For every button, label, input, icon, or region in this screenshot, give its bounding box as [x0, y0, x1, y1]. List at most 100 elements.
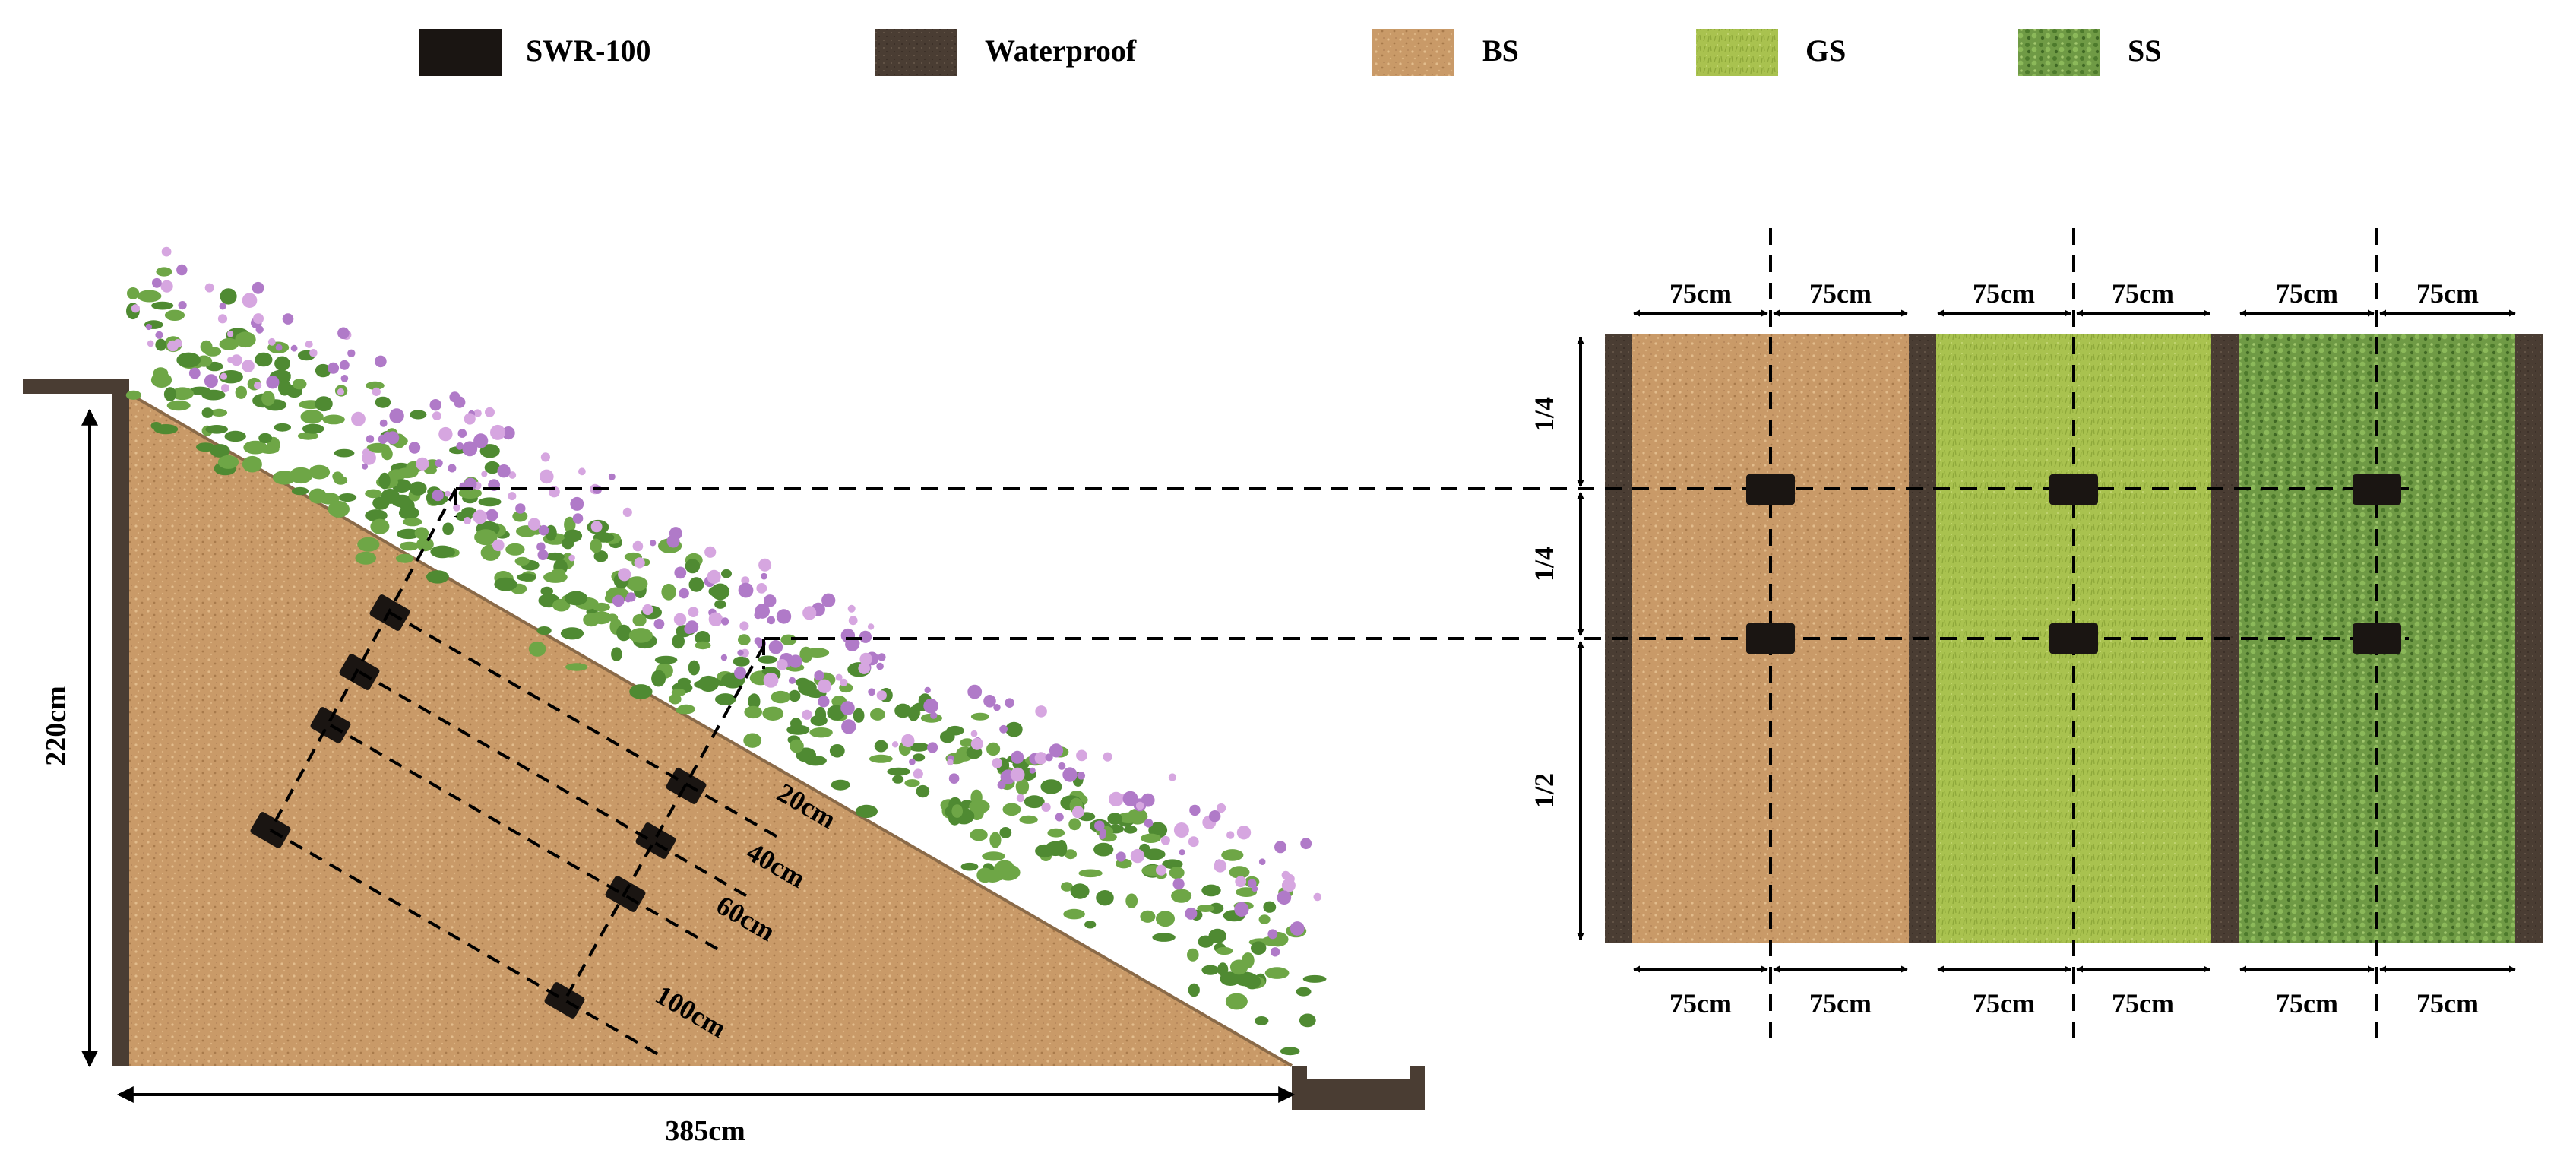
- flower-blossom: [1160, 835, 1170, 845]
- foliage-leaf: [242, 455, 262, 473]
- foliage-leaf: [892, 775, 904, 784]
- foliage-leaf: [1255, 1016, 1269, 1025]
- flower-blossom: [673, 613, 687, 626]
- foliage-leaf: [560, 627, 584, 640]
- flower-blossom: [679, 588, 689, 599]
- flower-blossom: [508, 492, 517, 501]
- foliage-leaf: [1019, 815, 1038, 824]
- foliage-leaf: [969, 799, 990, 814]
- foliage-leaf: [1220, 971, 1241, 986]
- flower-blossom: [1234, 902, 1249, 917]
- flower-blossom: [252, 281, 264, 294]
- flower-blossom: [538, 524, 549, 536]
- flower-blossom: [527, 518, 541, 531]
- foliage-leaf: [516, 573, 536, 582]
- foliage-leaf: [1225, 993, 1248, 1010]
- flower-blossom: [161, 246, 172, 257]
- flower-blossom: [275, 344, 283, 351]
- foliage-leaf: [409, 481, 427, 496]
- flower-blossom: [758, 558, 772, 572]
- flower-blossom: [741, 576, 750, 585]
- flower-blossom: [1168, 773, 1176, 781]
- foliage-leaf: [505, 543, 525, 556]
- foliage-leaf: [804, 756, 827, 766]
- flower-blossom: [1099, 829, 1107, 836]
- flower-blossom: [339, 360, 350, 370]
- flower-blossom: [867, 623, 875, 630]
- flower-blossom: [1156, 864, 1167, 876]
- flower-blossom: [1103, 752, 1112, 762]
- foliage-leaf: [1221, 849, 1244, 861]
- flower-blossom: [901, 734, 915, 748]
- foliage-leaf: [1078, 869, 1103, 878]
- waterproof-swatch: [875, 29, 957, 76]
- flower-blossom: [457, 429, 467, 438]
- flower-blossom: [1016, 794, 1025, 803]
- foliage-leaf: [1229, 866, 1250, 879]
- foliage-leaf: [200, 340, 213, 353]
- foliage-leaf: [738, 634, 751, 645]
- foliage-leaf: [416, 537, 434, 552]
- flower-blossom: [254, 382, 262, 390]
- foliage-leaf: [540, 586, 553, 596]
- flower-blossom: [226, 331, 234, 337]
- foliage-leaf: [156, 267, 172, 277]
- foliage-leaf: [163, 387, 177, 401]
- flower-blossom: [178, 301, 187, 310]
- foliage-leaf: [458, 487, 482, 499]
- flower-blossom: [515, 503, 526, 514]
- foliage-leaf: [583, 613, 600, 627]
- flower-blossom: [508, 471, 517, 479]
- foliage-leaf: [970, 829, 988, 841]
- foliage-leaf: [995, 860, 1014, 873]
- flower-blossom: [776, 659, 788, 670]
- flower-blossom: [835, 673, 843, 681]
- foliage-leaf: [626, 576, 648, 591]
- foliage-leaf: [677, 704, 695, 715]
- foliage-leaf: [543, 571, 568, 583]
- flower-blossom: [145, 323, 152, 331]
- flower-blossom: [817, 679, 832, 693]
- foliage-leaf: [869, 754, 893, 763]
- foliage-leaf: [514, 556, 530, 566]
- foliage-leaf: [809, 727, 833, 738]
- flower-blossom: [347, 349, 356, 357]
- foliage-leaf: [1162, 859, 1183, 869]
- flower-blossom: [1267, 929, 1278, 940]
- flower-blossom: [802, 709, 812, 720]
- flower-blossom: [537, 550, 549, 560]
- drainage-ditch: [1292, 1066, 1425, 1110]
- flower-blossom: [473, 433, 489, 448]
- foliage-leaf: [1208, 902, 1224, 914]
- foliage-leaf: [365, 489, 382, 499]
- foliage-leaf: [1152, 933, 1176, 942]
- width-label-bottom: 75cm: [2416, 988, 2479, 1019]
- flower-blossom: [453, 504, 460, 512]
- flower-blossom: [492, 539, 505, 552]
- foliage-leaf: [1187, 948, 1199, 962]
- foliage-leaf: [1296, 987, 1312, 997]
- flower-blossom: [1281, 870, 1290, 879]
- flower-blossom: [266, 376, 280, 389]
- flower-blossom: [891, 741, 899, 748]
- foliage-leaf: [546, 552, 565, 561]
- foliage-leaf: [1201, 965, 1220, 975]
- foliage-leaf: [188, 386, 211, 395]
- flower-blossom: [997, 781, 1006, 790]
- flower-blossom: [788, 677, 796, 684]
- foliage-leaf: [976, 867, 994, 883]
- row-fraction-label: 1/2: [1529, 773, 1559, 808]
- flower-blossom: [1144, 819, 1154, 828]
- flower-blossom: [432, 489, 444, 502]
- flower-blossom: [612, 594, 625, 607]
- foliage-leaf: [629, 684, 653, 699]
- flower-blossom: [389, 408, 404, 423]
- flower-blossom: [739, 621, 749, 631]
- foliage-leaf: [357, 537, 380, 552]
- foliage-leaf: [235, 331, 256, 348]
- row-fraction-label: 1/4: [1529, 397, 1559, 432]
- foliage-leaf: [127, 287, 140, 299]
- flower-blossom: [176, 264, 188, 276]
- flower-blossom: [1077, 772, 1086, 780]
- foliage-leaf: [748, 693, 761, 710]
